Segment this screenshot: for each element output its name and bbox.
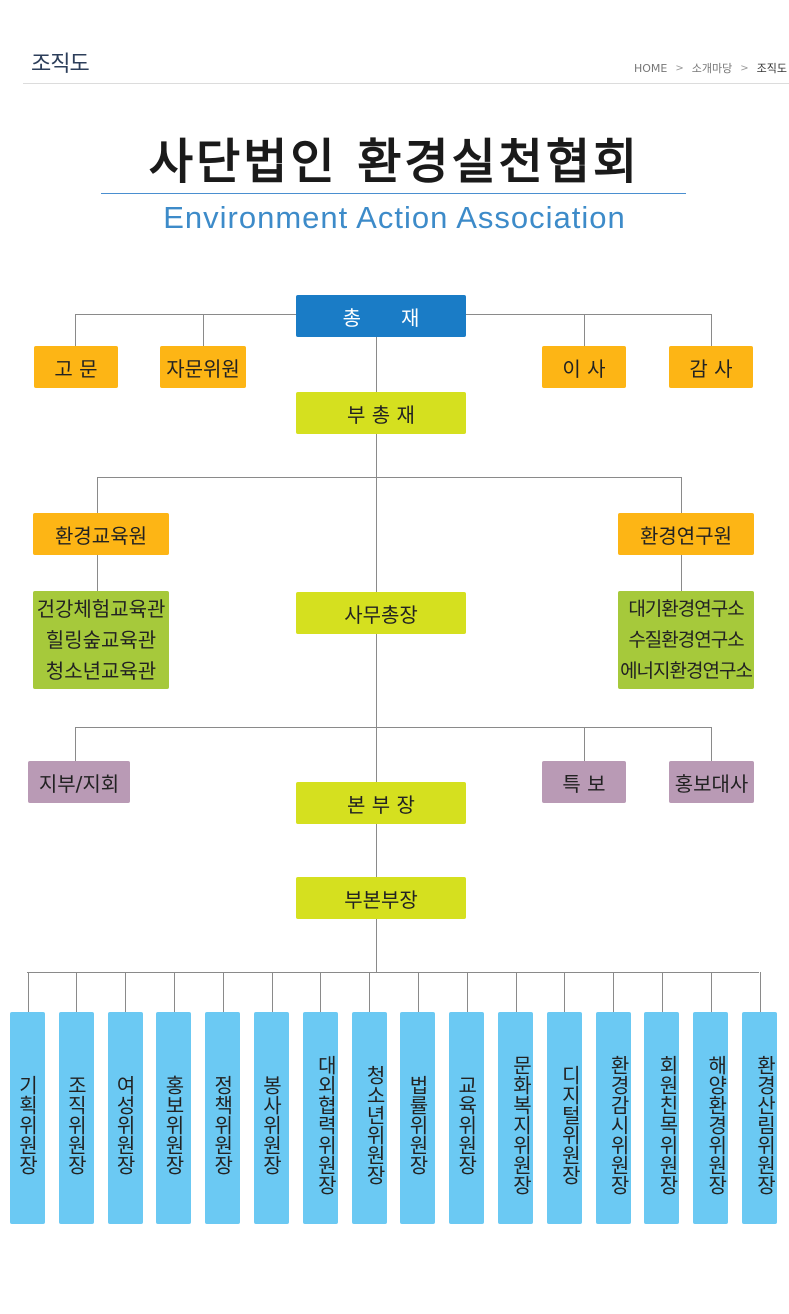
committee-node: 조직위원장 (58, 1012, 94, 1224)
connector-line (681, 477, 682, 513)
connector-line (320, 972, 322, 1012)
ambassador-node: 홍보대사 (669, 761, 754, 803)
connector-line (27, 972, 29, 1012)
research-lab-item: 에너지환경연구소 (620, 659, 753, 682)
connector-line (710, 972, 712, 1012)
breadcrumb-intro[interactable]: 소개마당 (691, 62, 733, 75)
committee-node: 청소년위원장 (351, 1012, 387, 1224)
committee-node: 법률위원장 (400, 1012, 436, 1224)
connector-line (515, 972, 517, 1012)
organization-name: 사단법인 환경실천협회 (148, 134, 641, 190)
connector-line (759, 972, 761, 1012)
connector-line (97, 477, 98, 513)
connector-line (203, 314, 204, 346)
connector-line (97, 477, 682, 478)
education-center-item: 청소년교육관 (45, 658, 157, 683)
committee-node: 회원친목위원장 (644, 1012, 680, 1224)
committee-node: 봉사위원장 (254, 1012, 289, 1224)
connector-line (76, 972, 78, 1012)
advisory-committee-node: 자문위원 (160, 346, 246, 388)
connector-line (271, 972, 273, 1012)
connector-line (376, 336, 377, 973)
education-center-item: 건강체험교육관 (36, 596, 166, 621)
secretary-general-node: 사무총장 (296, 592, 466, 634)
breadcrumb: HOME > 소개마당 > 조직도 (634, 60, 787, 76)
connector-line (564, 972, 566, 1012)
chevron-right-icon: > (740, 62, 749, 74)
committee-node: 기획위원장 (10, 1012, 45, 1224)
page-title: 조직도 (31, 52, 90, 77)
connector-line (75, 727, 712, 728)
committee-node: 정책위원장 (205, 1012, 241, 1224)
connector-line (466, 972, 468, 1012)
committee-node: 문화복지위원장 (498, 1012, 533, 1224)
research-labs-node: 대기환경연구소 수질환경연구소 에너지환경연구소 (618, 591, 754, 689)
connector-line (97, 555, 98, 591)
committee-node: 디지털위원장 (546, 1012, 582, 1224)
connector-line (711, 727, 712, 761)
deputy-hq-director-node: 부본부장 (296, 877, 466, 919)
breadcrumb-home[interactable]: HOME (633, 61, 668, 75)
research-lab-item: 대기환경연구소 (628, 597, 744, 620)
research-lab-item: 수질환경연구소 (628, 628, 744, 651)
committee-node: 해양환경위원장 (693, 1012, 729, 1224)
branches-node: 지부/지회 (28, 761, 130, 803)
committee-node: 교육위원장 (449, 1012, 485, 1224)
auditor-node: 감 사 (669, 346, 753, 388)
connector-line (711, 314, 712, 346)
connector-line (173, 972, 175, 1012)
education-centers-node: 건강체험교육관 힐링숲교육관 청소년교육관 (33, 591, 169, 689)
committee-node: 대외협력위원장 (302, 1012, 338, 1224)
title-divider (101, 193, 686, 194)
president-node: 총 재 (296, 295, 466, 337)
committee-node: 환경산림위원장 (742, 1012, 777, 1224)
chevron-right-icon: > (675, 62, 684, 74)
connector-line (661, 972, 663, 1012)
research-institute-node: 환경연구원 (618, 513, 754, 555)
hq-director-node: 본 부 장 (296, 782, 466, 824)
committee-node: 홍보위원장 (156, 1012, 192, 1224)
education-center-item: 힐링숲교육관 (45, 627, 157, 652)
vice-president-node: 부 총 재 (296, 392, 466, 434)
connector-line (222, 972, 224, 1012)
connector-line (125, 972, 127, 1012)
connector-line (75, 314, 76, 346)
director-node: 이 사 (542, 346, 626, 388)
header-divider (23, 83, 789, 84)
breadcrumb-current: 조직도 (756, 62, 787, 75)
connector-line (27, 972, 759, 973)
special-aide-node: 특 보 (542, 761, 626, 803)
connector-line (584, 314, 585, 346)
connector-line (584, 727, 585, 761)
advisor-node: 고 문 (34, 346, 118, 388)
connector-line (75, 727, 76, 761)
organization-english-name: Environment Action Association (163, 200, 626, 235)
connector-line (613, 972, 615, 1012)
connector-line (369, 972, 371, 1012)
connector-line (681, 555, 682, 591)
committee-node: 환경감시위원장 (595, 1012, 631, 1224)
committee-node: 여성위원장 (107, 1012, 143, 1224)
education-institute-node: 환경교육원 (33, 513, 169, 555)
connector-line (417, 972, 419, 1012)
